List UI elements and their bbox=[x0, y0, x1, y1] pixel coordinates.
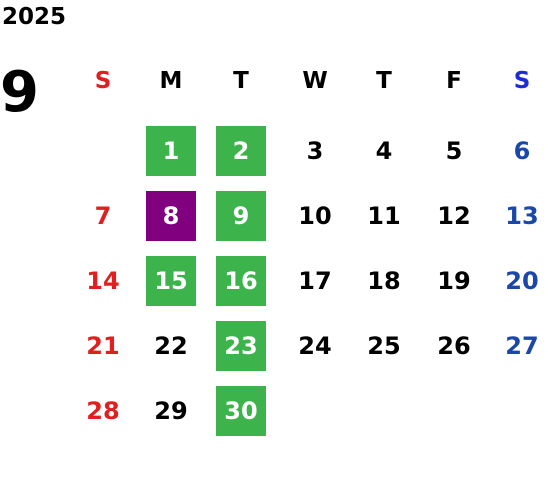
weekday-header-friday: F bbox=[446, 68, 462, 94]
weekday-header-wednesday: W bbox=[302, 68, 328, 94]
day-cell-2[interactable]: 2 bbox=[216, 126, 266, 176]
day-cell-29[interactable]: 29 bbox=[154, 397, 188, 425]
day-cell-20[interactable]: 20 bbox=[505, 267, 539, 295]
day-cell-10[interactable]: 10 bbox=[298, 202, 332, 230]
day-cell-9[interactable]: 9 bbox=[216, 191, 266, 241]
day-cell-18[interactable]: 18 bbox=[367, 267, 401, 295]
day-cell-12[interactable]: 12 bbox=[437, 202, 471, 230]
day-cell-27[interactable]: 27 bbox=[505, 332, 539, 360]
weekday-header-thursday: T bbox=[376, 68, 392, 94]
day-cell-3[interactable]: 3 bbox=[306, 137, 324, 165]
day-cell-17[interactable]: 17 bbox=[298, 267, 332, 295]
weekday-header-monday: M bbox=[159, 68, 183, 94]
day-cell-11[interactable]: 11 bbox=[367, 202, 401, 230]
day-cell-22[interactable]: 22 bbox=[154, 332, 188, 360]
year-label: 2025 bbox=[2, 4, 67, 30]
day-cell-24[interactable]: 24 bbox=[298, 332, 332, 360]
day-cell-4[interactable]: 4 bbox=[375, 137, 393, 165]
day-cell-30[interactable]: 30 bbox=[216, 386, 266, 436]
day-cell-26[interactable]: 26 bbox=[437, 332, 471, 360]
day-cell-1[interactable]: 1 bbox=[146, 126, 196, 176]
day-cell-14[interactable]: 14 bbox=[86, 267, 120, 295]
day-cell-21[interactable]: 21 bbox=[86, 332, 120, 360]
day-cell-15[interactable]: 15 bbox=[146, 256, 196, 306]
day-cell-23[interactable]: 23 bbox=[216, 321, 266, 371]
weekday-header-tuesday: T bbox=[233, 68, 249, 94]
weekday-header-saturday: S bbox=[513, 68, 531, 94]
day-cell-25[interactable]: 25 bbox=[367, 332, 401, 360]
day-cell-13[interactable]: 13 bbox=[505, 202, 539, 230]
day-cell-6[interactable]: 6 bbox=[513, 137, 531, 165]
day-cell-28[interactable]: 28 bbox=[86, 397, 120, 425]
month-number: 9 bbox=[0, 60, 39, 125]
day-cell-8[interactable]: 8 bbox=[146, 191, 196, 241]
weekday-header-sunday: S bbox=[94, 68, 112, 94]
day-cell-5[interactable]: 5 bbox=[445, 137, 463, 165]
day-cell-19[interactable]: 19 bbox=[437, 267, 471, 295]
day-cell-16[interactable]: 16 bbox=[216, 256, 266, 306]
day-cell-7[interactable]: 7 bbox=[94, 202, 112, 230]
